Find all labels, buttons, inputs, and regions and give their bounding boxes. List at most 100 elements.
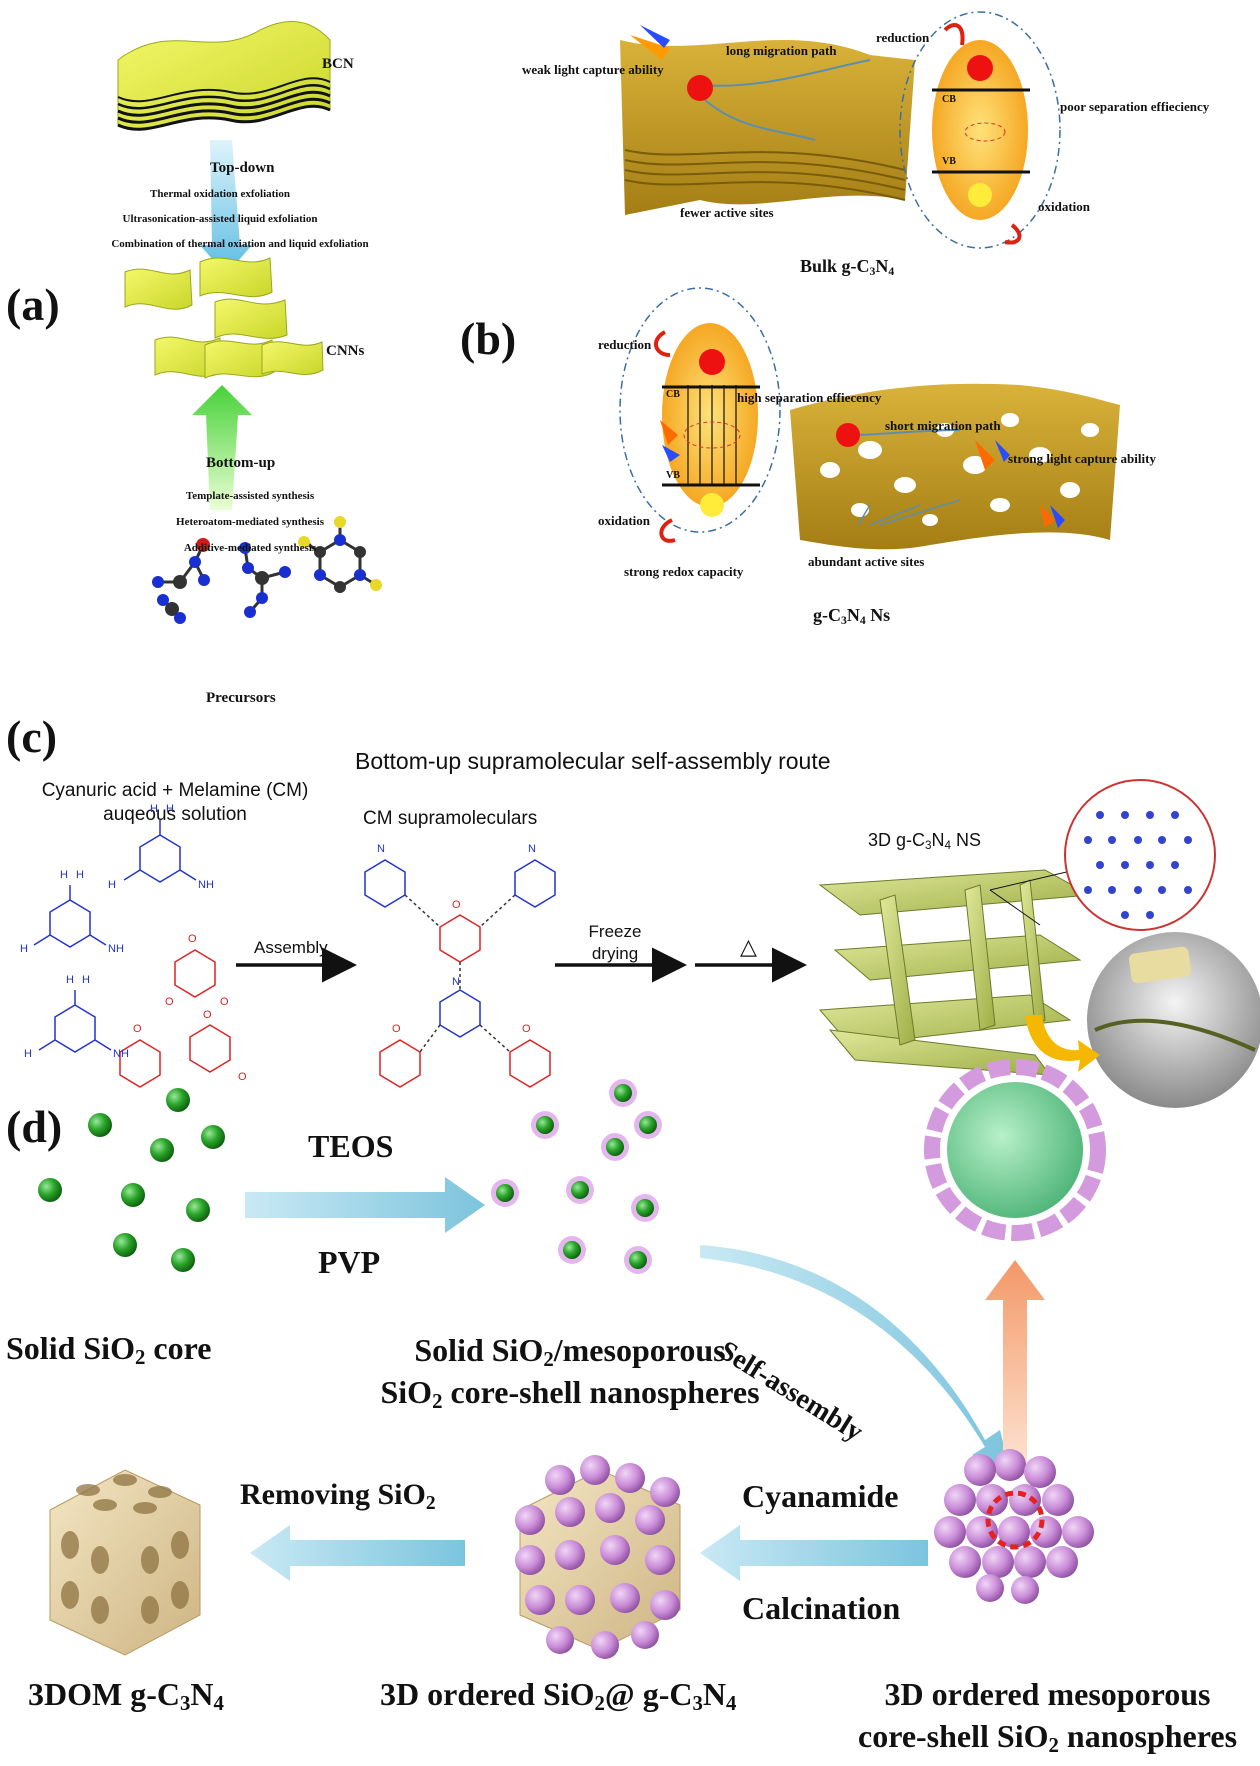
teos-label: TEOS bbox=[308, 1128, 394, 1164]
ns-abundant-label: abundant active sites bbox=[808, 554, 925, 569]
bcn-stack-graphic bbox=[117, 20, 331, 131]
bulk-reduction-label: reduction bbox=[876, 30, 930, 45]
cyanamide-label: Cyanamide bbox=[742, 1478, 899, 1514]
svg-text:H: H bbox=[166, 803, 174, 815]
core-shell-label-line-1: Solid SiO2/mesoporous bbox=[414, 1332, 726, 1372]
svg-text:H: H bbox=[20, 943, 28, 955]
dom-label: 3DOM g-C3N4 bbox=[28, 1676, 224, 1716]
dom-cube bbox=[49, 1469, 201, 1656]
core-shell-label-line-2: SiO2 core-shell nanospheres bbox=[380, 1374, 760, 1414]
svg-text:H: H bbox=[66, 974, 74, 986]
svg-text:O: O bbox=[220, 996, 229, 1008]
solution-line-1: Cyanuric acid + Melamine (CM) bbox=[41, 780, 309, 801]
svg-text:NH: NH bbox=[113, 1048, 129, 1060]
ns-sheet-graphic bbox=[790, 383, 1120, 550]
solution-line-2: auqeous solution bbox=[103, 804, 247, 825]
photo-pointer-arrow bbox=[1025, 1015, 1100, 1072]
svg-text:N: N bbox=[528, 843, 536, 855]
supramolecular-label: CM supramoleculars bbox=[363, 808, 538, 829]
ns-high-sep-label: high separation effiecency bbox=[737, 390, 882, 405]
bottom-up-method-2: Heteroatom-mediated synthesis bbox=[176, 516, 324, 528]
bulk-poor-sep-label: poor separation effieciency bbox=[1060, 99, 1210, 114]
ns-title: g-C3N4 Ns bbox=[813, 605, 891, 627]
bottom-up-arrow bbox=[192, 385, 252, 510]
ordered-sphere-cluster bbox=[934, 1449, 1094, 1604]
ns-3d-label: 3D g-C3N4 NS bbox=[868, 830, 982, 852]
calcination-label: Calcination bbox=[742, 1590, 901, 1626]
ns-ellipse-dashed bbox=[619, 287, 781, 533]
foam-photo bbox=[1087, 932, 1260, 1108]
bulk-fewer-sites-label: fewer active sites bbox=[680, 205, 774, 220]
svg-text:O: O bbox=[522, 1023, 531, 1035]
panel-c-letter: (c) bbox=[6, 711, 58, 762]
precursors-label: Precursors bbox=[206, 690, 276, 706]
middle-molecules bbox=[364, 859, 556, 1088]
svg-text:H: H bbox=[108, 879, 116, 891]
mesoporous-label-line-2: core-shell SiO2 nanospheres bbox=[857, 1718, 1238, 1758]
svg-text:O: O bbox=[165, 996, 174, 1008]
zoom-arrow bbox=[985, 1260, 1045, 1465]
bulk-band-ellipse bbox=[932, 40, 1028, 220]
ns-strong-light-label: strong light capture ability bbox=[1008, 451, 1156, 466]
left-molecules bbox=[33, 820, 231, 1088]
svg-text:N: N bbox=[452, 976, 460, 988]
bottom-up-method-1: Template-assisted synthesis bbox=[185, 490, 315, 502]
bulk-oxidation-label: oxidation bbox=[1038, 199, 1091, 214]
solid-core-label: Solid SiO2 core bbox=[6, 1330, 212, 1370]
top-down-method-3: Combination of thermal oxiation and liqu… bbox=[111, 238, 369, 250]
svg-text:O: O bbox=[188, 933, 197, 945]
ns-reduction-label: reduction bbox=[598, 337, 652, 352]
freeze-line-2: drying bbox=[591, 944, 639, 963]
svg-text:N: N bbox=[377, 843, 385, 855]
top-down-method-2: Ultrasonication-assisted liquid exfoliat… bbox=[122, 213, 318, 225]
ns-redox-label: strong redox capacity bbox=[624, 564, 744, 579]
bulk-weak-light-label: weak light capture ability bbox=[522, 62, 664, 77]
svg-text:H: H bbox=[76, 869, 84, 881]
top-down-label: Top-down bbox=[210, 160, 275, 176]
teos-arrow bbox=[245, 1177, 485, 1233]
light-wedges bbox=[630, 25, 1065, 528]
ns-3d-structure bbox=[818, 869, 1092, 1076]
ns-oxidation-arrow bbox=[659, 518, 676, 543]
bottom-up-label: Bottom-up bbox=[206, 455, 276, 471]
panel-a-letter: (a) bbox=[6, 279, 60, 330]
pvp-label: PVP bbox=[318, 1244, 381, 1280]
ns-cb-label: CB bbox=[666, 389, 680, 400]
svg-text:O: O bbox=[133, 1023, 142, 1035]
panel-b-letter: (b) bbox=[460, 313, 517, 364]
top-down-method-1: Thermal oxidation exfoliation bbox=[150, 188, 290, 200]
bulk-cb-label: CB bbox=[942, 94, 956, 105]
bulk-ellipse-dashed bbox=[899, 11, 1061, 249]
svg-text:O: O bbox=[392, 1023, 401, 1035]
removing-label: Removing SiO2 bbox=[240, 1478, 436, 1514]
svg-text:O: O bbox=[238, 1071, 247, 1083]
bcn-label: BCN bbox=[322, 56, 354, 72]
svg-text:O: O bbox=[203, 1009, 212, 1021]
big-sphere-shell bbox=[924, 1059, 1106, 1241]
svg-text:O: O bbox=[452, 899, 461, 911]
cnns-label: CNNs bbox=[326, 343, 365, 359]
top-down-arrow bbox=[200, 140, 252, 275]
precursor-atoms bbox=[152, 516, 382, 624]
cnns-sheets-graphic bbox=[124, 257, 324, 379]
zoom-dashed-ring bbox=[985, 1490, 1045, 1550]
core-shell-spheres bbox=[491, 1079, 662, 1274]
ns-band-ellipse bbox=[662, 323, 758, 507]
bulk-reduction-arrow bbox=[943, 23, 965, 46]
ordered-label: 3D ordered SiO2@ g-C3N4 bbox=[380, 1676, 737, 1716]
ns-oxidation-label: oxidation bbox=[598, 513, 651, 528]
assembly-label: Assembly bbox=[254, 938, 328, 957]
ns-vb-label: VB bbox=[666, 470, 680, 481]
solid-core-spheres bbox=[38, 1088, 225, 1272]
panel-c-title: Bottom-up supramolecular self-assembly r… bbox=[355, 748, 831, 774]
svg-text:H: H bbox=[82, 974, 90, 986]
svg-text:H: H bbox=[60, 869, 68, 881]
bulk-long-path-label: long migration path bbox=[726, 43, 837, 58]
mesoporous-label-line-1: 3D ordered mesoporous bbox=[884, 1676, 1211, 1712]
bulk-sheet-graphic bbox=[620, 40, 915, 215]
